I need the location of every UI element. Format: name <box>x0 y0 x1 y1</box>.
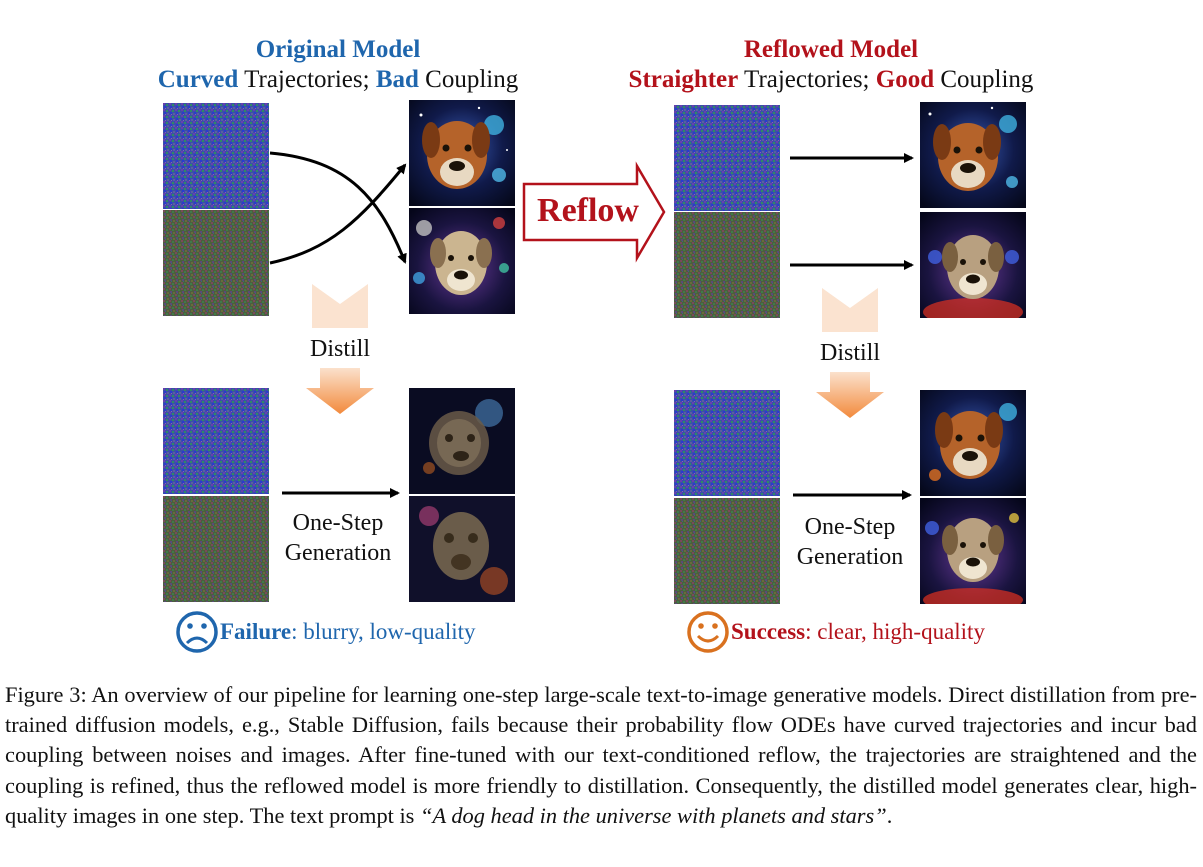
figure-caption: Figure 3: An overview of our pipeline fo… <box>5 680 1197 831</box>
reflow-label: Reflow <box>537 192 639 229</box>
noise-image <box>674 498 780 604</box>
noise-image <box>674 105 780 211</box>
diagram-arrows <box>176 151 914 653</box>
distill-arrow-bottom <box>816 372 884 418</box>
right-subtitle-straighter: Straighter <box>628 66 739 93</box>
right-subtitle-good: Good <box>875 66 935 93</box>
success-text: : clear, high-quality <box>805 619 985 644</box>
generation-label-line2: Generation <box>284 540 392 566</box>
right-title-text: Reflowed Model <box>743 36 919 63</box>
distill-label: Distill <box>819 340 880 366</box>
dog-image <box>920 390 1026 496</box>
dog-image <box>409 388 515 494</box>
dog-image <box>409 100 515 206</box>
happy-face-icon <box>687 611 729 653</box>
right-model-title: Reflowed Model Straighter Trajectories; … <box>615 35 1047 95</box>
left-subtitle-trajectories: Trajectories; <box>238 66 376 93</box>
noise-image <box>163 103 269 209</box>
caption-prompt: “A dog head in the universe with planets… <box>420 802 887 828</box>
dog-image <box>920 212 1026 318</box>
distill-arrow-bottom <box>306 368 374 414</box>
noise-image <box>163 210 269 316</box>
one-step-generation-label: One-Step Generation <box>782 512 918 572</box>
failure-bold: Failure <box>220 619 292 644</box>
noise-image <box>163 388 269 494</box>
caption-end: . <box>886 802 893 828</box>
caption-text: Figure 3: An overview of our pipeline fo… <box>5 682 1197 828</box>
noise-image <box>674 212 780 318</box>
generation-label-line1: One-Step <box>804 514 896 540</box>
one-step-generation-label: One-Step Generation <box>270 508 406 568</box>
generation-label-line1: One-Step <box>292 510 384 536</box>
right-subtitle-trajectories: Trajectories; <box>738 66 876 93</box>
dog-image <box>920 498 1026 604</box>
left-title-text: Original Model <box>255 36 421 63</box>
success-verdict: Success: clear, high-quality <box>731 617 985 647</box>
distill-label: Distill <box>309 336 370 362</box>
noise-image <box>674 390 780 496</box>
success-bold: Success <box>731 619 806 644</box>
curved-trajectory-arrow <box>269 151 407 264</box>
noise-image <box>163 496 269 602</box>
failure-verdict: Failure: blurry, low-quality <box>220 617 476 647</box>
generation-label-line2: Generation <box>796 544 904 570</box>
failure-text: : blurry, low-quality <box>291 619 476 644</box>
dog-image <box>409 208 515 314</box>
reflow-arrow <box>522 161 666 263</box>
distill-arrow-top <box>822 288 878 332</box>
sad-face-icon <box>176 611 218 653</box>
left-model-title: Original Model Curved Trajectories; Bad … <box>150 35 526 95</box>
left-subtitle-bad: Bad <box>375 66 419 93</box>
dog-image <box>920 102 1026 208</box>
left-subtitle-curved: Curved <box>157 66 239 93</box>
curved-trajectory-arrow <box>269 163 407 265</box>
distill-arrow-top <box>312 284 368 328</box>
right-subtitle-coupling: Coupling <box>934 66 1034 93</box>
left-subtitle-coupling: Coupling <box>418 66 519 93</box>
dog-image <box>409 496 515 602</box>
